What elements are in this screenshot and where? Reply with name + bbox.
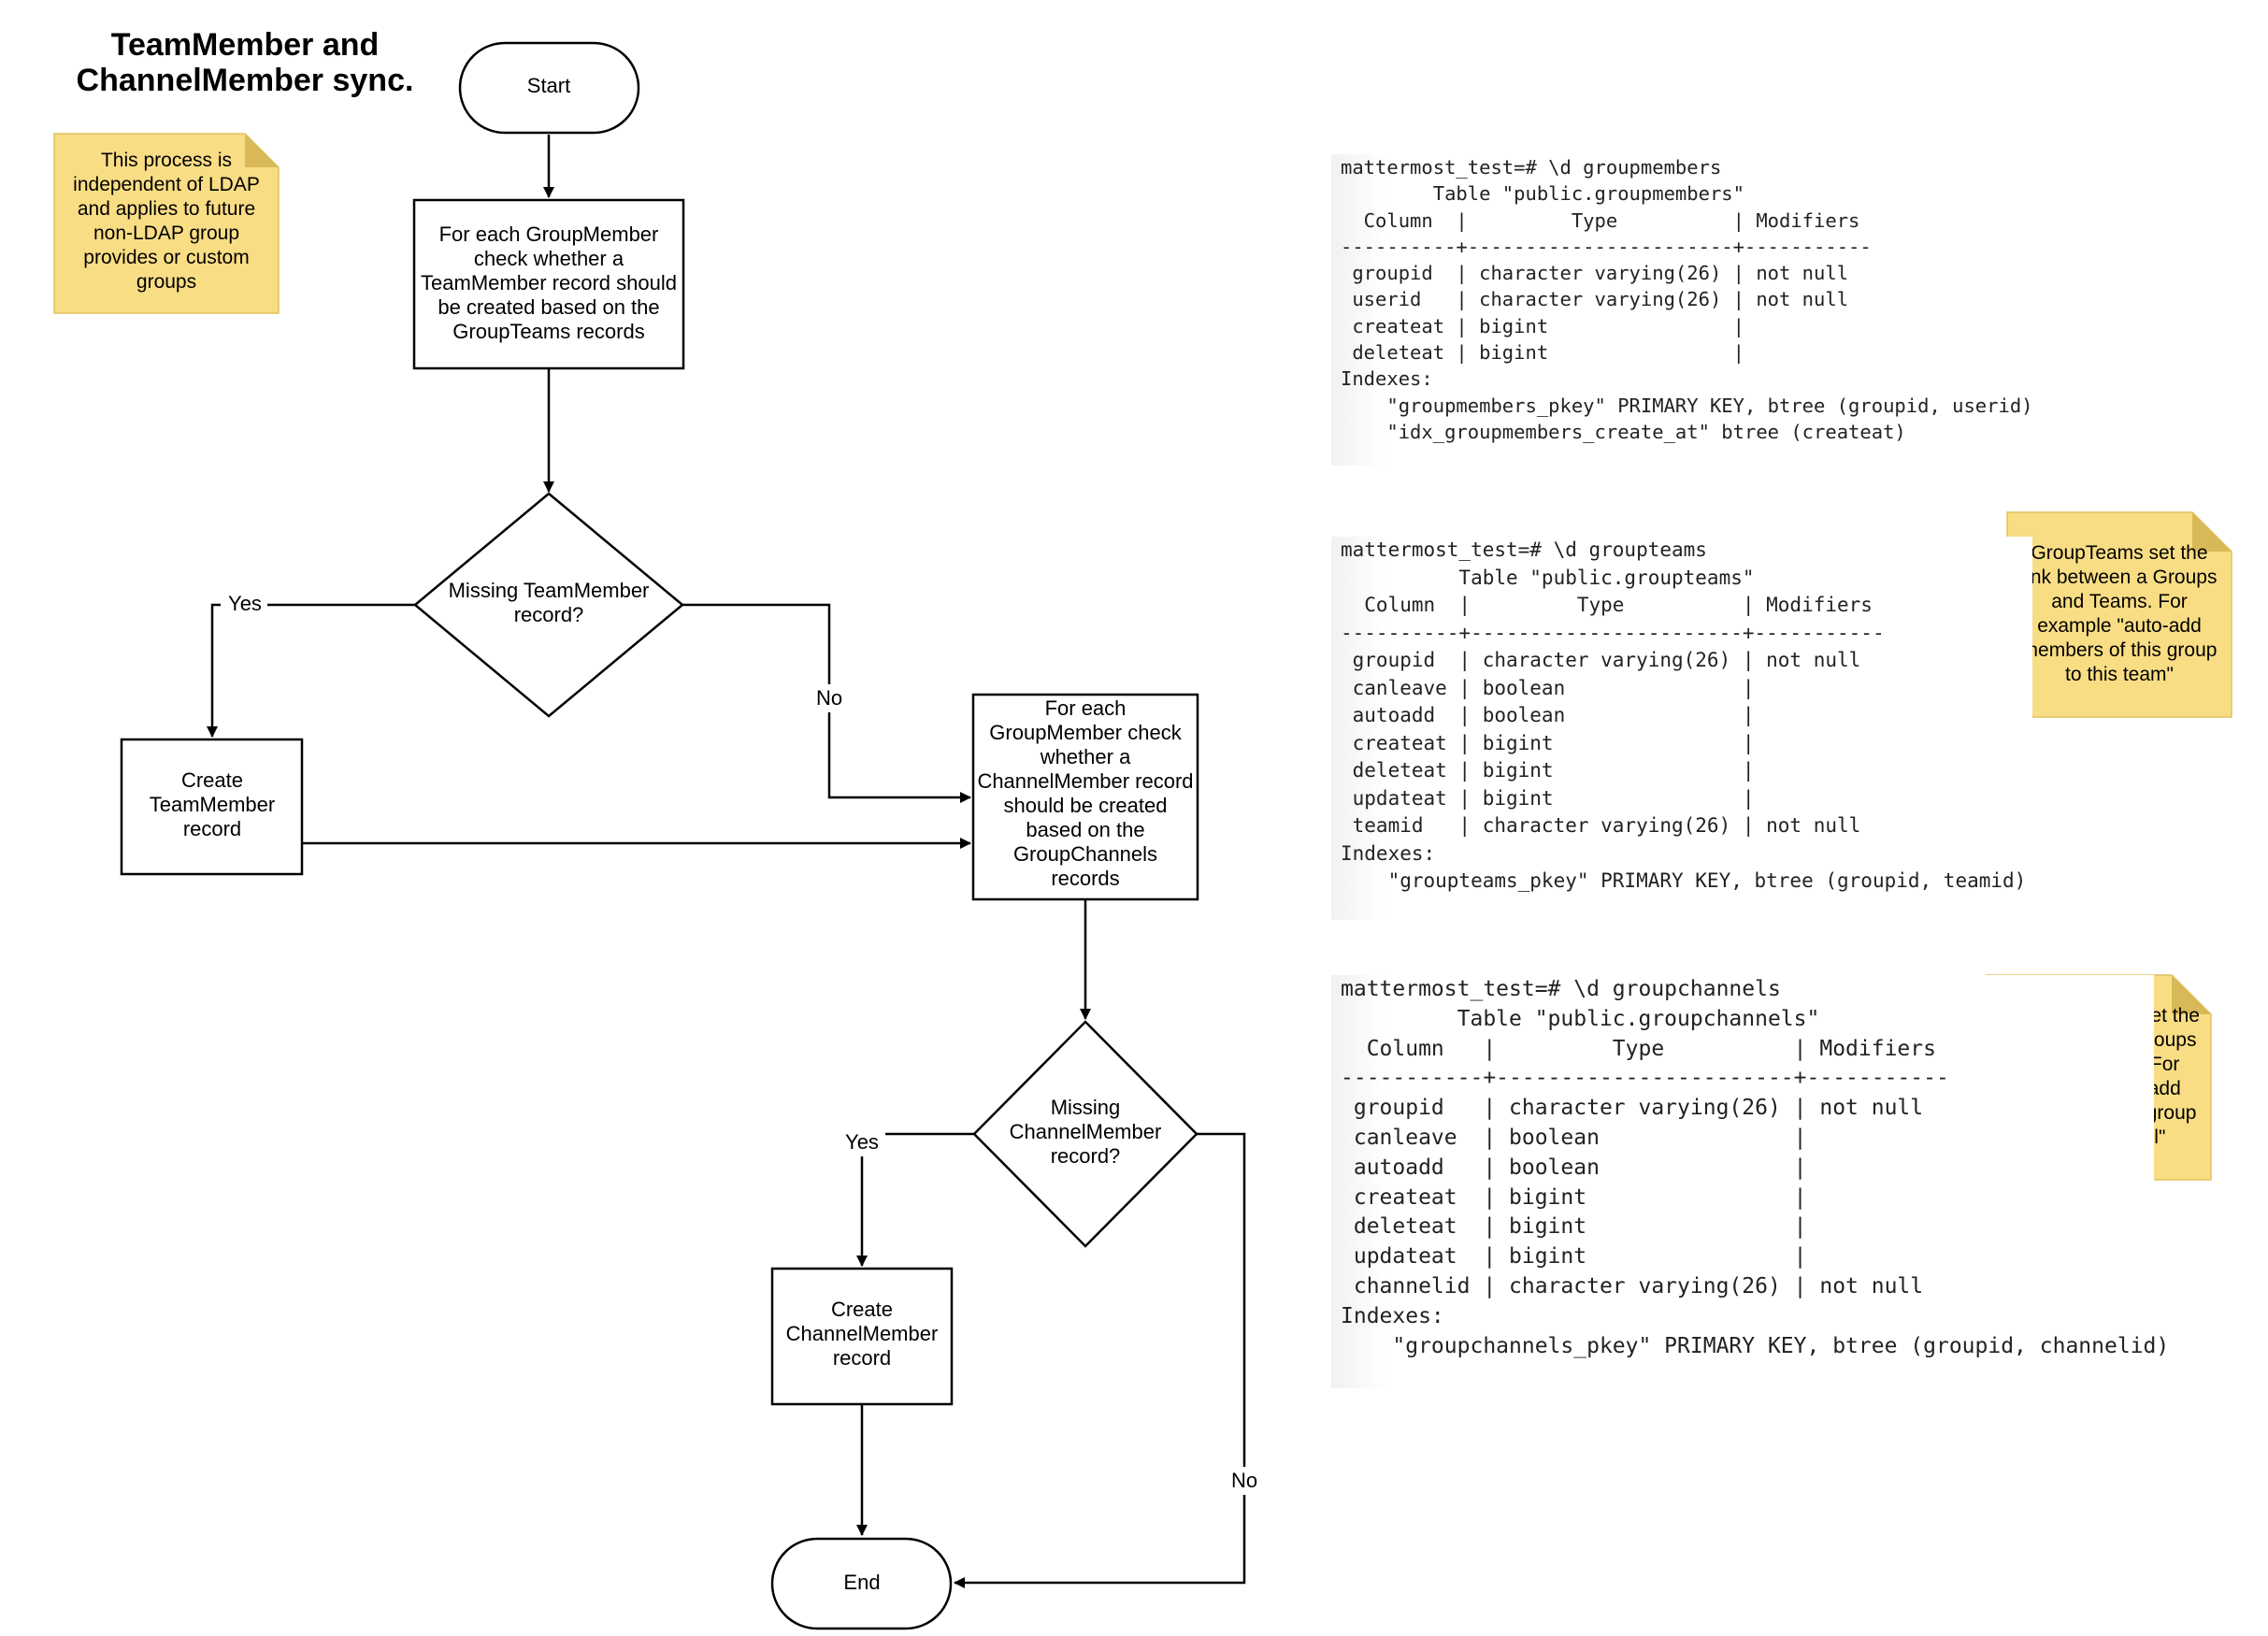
text-line: ChannelMember record: [977, 769, 1193, 793]
diagram-title-line-2: ChannelMember sync.: [77, 63, 414, 98]
text-line: TeamMember record should: [421, 271, 677, 294]
text-line: records: [1051, 867, 1119, 890]
text-line: whether a: [1040, 745, 1131, 768]
text-line: TeamMember: [150, 793, 275, 816]
text-line: Create: [831, 1298, 893, 1321]
text-line: members of this group: [2022, 639, 2218, 661]
edge-label-no-channel: No: [1231, 1469, 1257, 1492]
text-line: example "auto-add: [2037, 615, 2202, 637]
text-line: ChannelMember: [786, 1322, 939, 1345]
text-line: record?: [514, 603, 584, 626]
text-line: non-LDAP group: [93, 222, 239, 244]
note-ldap: This process is independent of LDAP and ap…: [53, 133, 280, 314]
edge-decision-channel-no: [954, 1132, 1246, 1588]
text-line: to this team": [2065, 664, 2174, 685]
note-groupteams: GroupTeams set the link between a Groups a…: [2006, 511, 2232, 718]
sql-groupmembers-text: mattermost_test=# \d groupmembers Table …: [1341, 156, 2033, 443]
text-line: be created based on the: [438, 295, 659, 319]
text-line: Missing: [1051, 1096, 1121, 1119]
text-line: Create: [181, 768, 243, 792]
text-line: record: [833, 1346, 891, 1370]
sql-groupchannels-block: mattermost_test=# \d groupchannels Table…: [1331, 975, 2170, 1388]
edge-label-yes-team: Yes: [228, 592, 262, 615]
sql-groupchannels-text: mattermost_test=# \d groupchannels Table…: [1341, 977, 2170, 1358]
text-line: and Teams. For: [2051, 591, 2188, 612]
note-ldap-text: This process is independent of LDAP and ap…: [73, 150, 260, 293]
text-line: and applies to future: [78, 198, 255, 220]
sql-groupteams-text: mattermost_test=# \d groupteams Table "p…: [1341, 538, 2027, 892]
edge-decision-team-yes: [207, 603, 415, 738]
edge-label-yes-channel: Yes: [845, 1130, 879, 1154]
text-line: This process is: [101, 150, 232, 171]
svg-text:Start: Start: [527, 74, 570, 97]
text-line: groups: [136, 271, 196, 293]
edge-label-no-team: No: [816, 686, 842, 710]
svg-text:End: End: [843, 1571, 880, 1594]
note-groupteams-text: GroupTeams set the link between a Groups a…: [2022, 542, 2218, 685]
text-line: ChannelMember: [1010, 1120, 1162, 1143]
text-line: should be created: [1004, 794, 1168, 817]
diagram-title-line-1: TeamMember and: [111, 27, 380, 63]
text-line: provides or custom: [83, 247, 249, 268]
node-end: End: [770, 1537, 953, 1630]
node-start: Start: [458, 41, 640, 135]
text-line: record?: [1051, 1144, 1121, 1168]
edges: [207, 135, 1246, 1588]
sql-groupmembers-block: mattermost_test=# \d groupmembers Table …: [1331, 154, 2033, 466]
text-line: GroupTeams records: [452, 320, 644, 343]
text-line: For each: [1045, 696, 1127, 720]
text-line: independent of LDAP: [73, 174, 260, 195]
sql-groupteams-block: mattermost_test=# \d groupteams Table "p…: [1331, 537, 2032, 920]
text-line: based on the: [1026, 818, 1144, 841]
text-line: GroupMember check: [989, 721, 1182, 744]
text-line: check whether a: [474, 247, 624, 270]
text-line: GroupChannels: [1013, 842, 1157, 866]
text-line: GroupTeams set the: [2031, 542, 2207, 564]
text-line: Missing TeamMember: [449, 579, 650, 602]
text-line: For each GroupMember: [439, 222, 659, 246]
text-line: record: [183, 817, 241, 840]
text-line: link between a Groups: [2022, 567, 2218, 588]
